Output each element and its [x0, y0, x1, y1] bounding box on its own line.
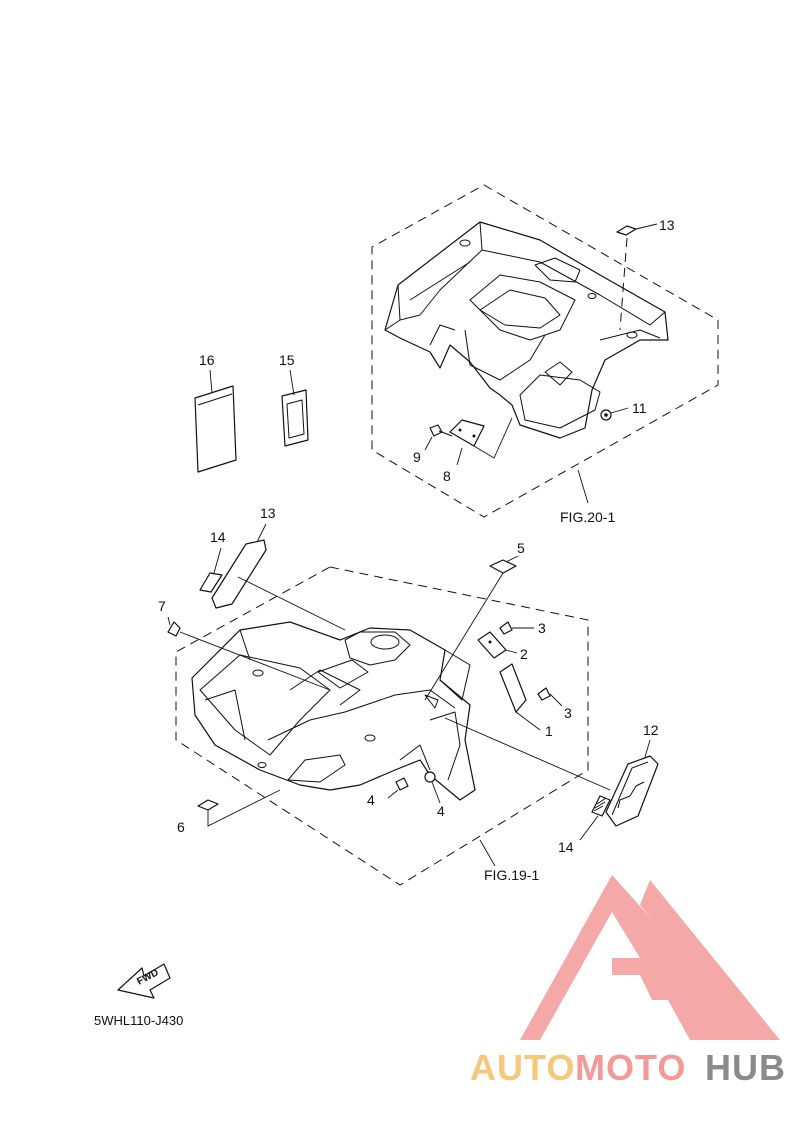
logo-inner-a — [612, 975, 652, 1000]
part-9-bolt — [429, 424, 443, 437]
leader-2 — [505, 649, 518, 654]
part-8-plate — [449, 419, 485, 447]
fig-ref-19-1: FIG.19-1 — [484, 867, 539, 883]
leader-12 — [644, 739, 651, 758]
part-14-decal-a — [199, 572, 223, 593]
part-3-bolt-b — [537, 687, 551, 701]
brand-moto: MOTO — [575, 1047, 686, 1088]
part-6-label — [197, 799, 219, 811]
leader-14b — [579, 815, 599, 841]
leader-11 — [635, 223, 658, 230]
part-14-decal-b — [591, 795, 611, 817]
leader-12-long — [444, 717, 611, 791]
brand-hub: HUB — [705, 1047, 786, 1088]
leader-9 — [424, 436, 433, 451]
part-3-bolt-a — [499, 621, 513, 635]
drawing-code: 5WHL110-J430 — [94, 1013, 183, 1028]
part-1-bracket — [499, 663, 527, 713]
callout-14b: 14 — [558, 839, 574, 855]
leader-14a — [213, 547, 222, 574]
leader-8 — [456, 447, 463, 466]
part-11-label — [616, 225, 637, 236]
callout-2: 2 — [520, 646, 528, 662]
callout-16: 16 — [199, 352, 215, 368]
callout-5: 5 — [517, 540, 525, 556]
part-2-plate — [477, 631, 507, 659]
callout-11: 13 — [659, 217, 675, 233]
callout-8: 8 — [443, 468, 451, 484]
leader-5b — [424, 572, 504, 701]
leader-1 — [515, 711, 541, 731]
leader-4b — [431, 781, 441, 804]
callout-6: 6 — [177, 819, 185, 835]
leader-6 — [207, 789, 281, 827]
part-15-label-card — [281, 389, 309, 447]
part-4-grommet-b — [424, 771, 436, 783]
part-7-tag — [167, 621, 181, 637]
fwd-arrow-icon: FWD — [117, 963, 171, 999]
callout-15: 15 — [279, 352, 295, 368]
leader-7 — [167, 616, 171, 626]
leader-3b — [549, 693, 563, 707]
callout-9: 9 — [413, 449, 421, 465]
callout-12: 12 — [643, 722, 659, 738]
leader-11-dash — [619, 237, 628, 331]
part-12-side-decal — [605, 755, 659, 827]
part-16-label-sheet — [194, 385, 237, 473]
callout-4a: 4 — [367, 792, 375, 808]
automotohub-logo — [520, 875, 780, 1040]
leader-5 — [505, 555, 519, 563]
rear-fender — [384, 221, 669, 439]
leader-4a — [387, 789, 399, 799]
leader-7b — [179, 631, 331, 691]
part-5-label — [489, 559, 517, 574]
callout-4b: 4 — [437, 803, 445, 819]
leader-fig20 — [577, 469, 589, 504]
leader-10 — [610, 407, 629, 414]
front-group-dashed-border — [175, 566, 589, 886]
brand-auto: AUTO — [470, 1047, 575, 1088]
callout-1: 1 — [545, 723, 553, 739]
leader-fig19 — [479, 839, 496, 867]
callout-10: 11 — [632, 400, 647, 416]
leader-15 — [289, 369, 295, 396]
leader-13 — [256, 523, 267, 543]
callout-13: 13 — [260, 505, 276, 521]
callout-3b: 3 — [564, 705, 572, 721]
logo-triangle-outer — [520, 875, 760, 1040]
callout-14a: 14 — [210, 529, 226, 545]
callout-7: 7 — [158, 598, 166, 614]
logo-triangle-right — [640, 880, 780, 1040]
leader-8b — [473, 417, 513, 459]
fig-ref-20-1: FIG.20-1 — [560, 509, 615, 525]
rear-group-dashed-border — [371, 184, 719, 518]
part-4-grommet-a — [395, 777, 409, 791]
leader-16 — [209, 369, 213, 394]
front-fender — [191, 621, 476, 801]
callout-3a: 3 — [538, 620, 546, 636]
part-13-decal — [211, 539, 267, 609]
leader-13b — [237, 576, 346, 631]
